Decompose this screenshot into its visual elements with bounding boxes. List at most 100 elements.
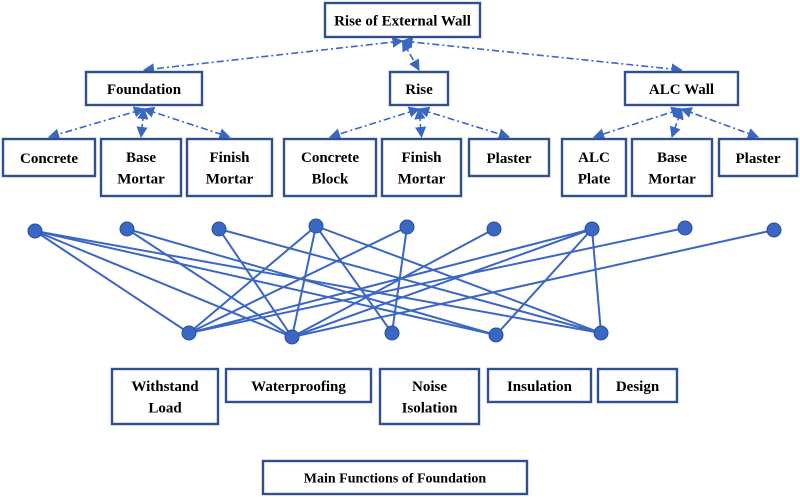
connector-foundation-to-finish-mortar-1	[142, 106, 231, 140]
category-node-foundation-label-line: Foundation	[107, 82, 182, 98]
network-edge	[188, 227, 686, 334]
root-node-rise-of-external-wall: Rise of External Wall	[323, 1, 482, 39]
material-node-finish-mortar-2-border	[380, 137, 463, 198]
material-node-plaster-1: Plaster	[467, 137, 551, 178]
function-node-insulation: Insulation	[486, 367, 593, 404]
root-node-rise-of-external-wall-border	[323, 1, 482, 39]
material-node-concrete-block-label-line: Block	[312, 172, 349, 188]
connector-rise-to-plaster-1	[417, 106, 511, 140]
network-edge	[291, 228, 593, 338]
network-edge	[218, 228, 293, 338]
network-bottom-node	[488, 327, 504, 343]
material-node-finish-mortar-1-label-line: Mortar	[206, 172, 254, 188]
material-node-plaster-2-border	[717, 137, 799, 178]
connector-root-to-foundation	[142, 36, 404, 75]
category-node-alc-wall-border	[623, 70, 740, 107]
material-node-finish-mortar-2-label-line: Finish	[401, 150, 442, 166]
category-node-alc-wall: ALC Wall	[623, 70, 740, 107]
function-node-waterproofing: Waterproofing	[224, 367, 373, 404]
network-edge	[188, 226, 408, 334]
material-node-concrete-block-label-line: Concrete	[301, 150, 359, 166]
function-node-insulation-label-line: Insulation	[507, 379, 573, 395]
material-node-base-mortar-2-label-line: Mortar	[648, 172, 696, 188]
function-node-waterproofing-label-line: Waterproofing	[251, 379, 346, 395]
material-node-finish-mortar-1-border	[185, 137, 274, 198]
category-node-rise: Rise	[388, 70, 450, 107]
material-node-plaster-2-label-line: Plaster	[736, 151, 781, 167]
function-node-design: Design	[596, 367, 679, 404]
material-node-plaster-1-border	[467, 137, 551, 178]
network-top-node	[486, 221, 502, 237]
network-edge	[34, 230, 602, 334]
network-edge	[291, 225, 317, 338]
material-node-base-mortar-2-label-line: Base	[657, 150, 687, 166]
network-edge	[188, 225, 317, 334]
function-node-design-label-line: Design	[616, 379, 660, 395]
material-node-concrete-border	[1, 137, 97, 178]
material-node-concrete: Concrete	[1, 137, 97, 178]
network-top-node	[119, 221, 135, 237]
root-node-rise-of-external-wall-label-line: Rise of External Wall	[334, 13, 471, 29]
category-node-rise-label-line: Rise	[405, 82, 433, 98]
network-top-node	[766, 222, 782, 238]
network-edge	[34, 230, 497, 336]
network-edge	[591, 228, 602, 334]
network-edge	[34, 230, 293, 338]
network-bottom-node	[384, 325, 400, 341]
category-node-rise-border	[388, 70, 450, 107]
connector-rise-to-finish-mortar-2	[414, 107, 427, 139]
connector-root-to-rise	[401, 40, 420, 71]
material-node-alc-plate-label-line: Plate	[578, 172, 611, 188]
connector-alc-wall-to-base-mortar-2	[669, 107, 684, 139]
material-node-finish-mortar-1-label-line: Finish	[209, 150, 250, 166]
connector-alc-wall-to-plaster-2	[680, 107, 760, 139]
material-node-base-mortar-1-label-line: Base	[126, 150, 156, 166]
network-edge	[315, 225, 602, 334]
material-node-base-mortar-1-label-line: Mortar	[117, 172, 165, 188]
network-edge	[188, 228, 593, 334]
network-edge	[291, 229, 775, 338]
connector-rise-to-concrete-block	[328, 106, 421, 140]
material-node-alc-plate-border	[560, 137, 628, 198]
network-edge	[34, 230, 190, 334]
function-node-withstand-load-border	[110, 367, 220, 426]
function-node-design-border	[596, 367, 679, 404]
network-bottom-node	[284, 329, 300, 345]
category-node-alc-wall-label-line: ALC Wall	[649, 82, 714, 98]
material-node-plaster-2: Plaster	[717, 137, 799, 178]
network-edge	[218, 228, 602, 334]
function-node-waterproofing-border	[224, 367, 373, 404]
material-node-plaster-1-label-line: Plaster	[487, 151, 532, 167]
caption-main-functions-of-foundation-border	[261, 459, 529, 496]
caption-main-functions-of-foundation: Main Functions of Foundation	[261, 459, 529, 496]
network-top-node	[584, 221, 600, 237]
hierarchy-connectors	[47, 36, 760, 140]
material-node-alc-plate: ALC Plate	[560, 137, 628, 198]
network-edge	[315, 225, 393, 334]
function-node-withstand-load-label-line: Load	[148, 401, 182, 417]
connector-root-to-alc-wall	[401, 36, 683, 75]
network-top-node	[399, 219, 415, 235]
material-node-concrete-block-border	[282, 137, 378, 198]
material-node-alc-plate-label-line: ALC	[578, 150, 610, 166]
network-top-node	[211, 221, 227, 237]
connector-alc-wall-to-alc-plate	[592, 106, 683, 140]
function-network-dots	[27, 218, 782, 345]
connector-foundation-to-base-mortar-1	[136, 107, 149, 139]
network-bottom-node	[181, 325, 197, 341]
material-node-concrete-label-line: Concrete	[20, 151, 78, 167]
function-network-lines	[34, 225, 775, 338]
network-top-node	[677, 220, 693, 236]
function-node-noise-isolation-border	[378, 367, 481, 426]
network-top-node	[308, 218, 324, 234]
function-node-withstand-load-label-line: Withstand	[131, 379, 199, 395]
